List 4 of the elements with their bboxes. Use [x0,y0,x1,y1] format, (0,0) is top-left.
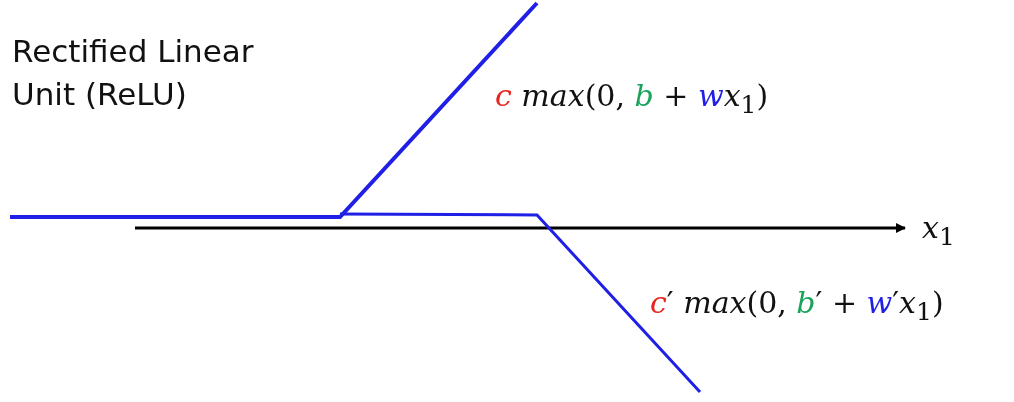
formula-text: c max(0, b + wx$_{1}$) [495,78,769,119]
title-text: Rectified Linear Unit (ReLU) [12,32,255,115]
formula-text: c′ max(0, b′ + w′x$_{1}$) [650,285,944,326]
axis-label: x$_{1}$ [922,210,955,251]
